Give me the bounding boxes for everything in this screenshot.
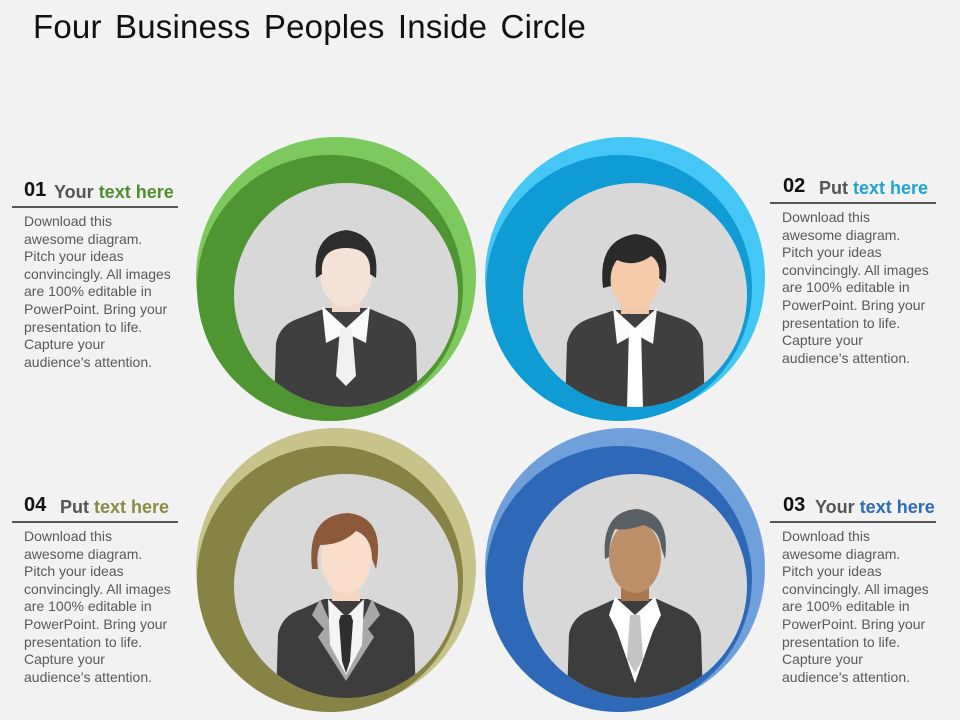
block-number: 02 xyxy=(783,175,806,197)
block-number: 04 xyxy=(24,494,47,516)
divider xyxy=(770,521,936,523)
divider xyxy=(770,202,936,204)
heading-highlight: text here xyxy=(94,497,170,517)
page-title: Four Business Peoples Inside Circle xyxy=(33,8,587,45)
block-heading-text: Put text here xyxy=(60,497,169,518)
text-block-01: 01 Your text here Download this awesome … xyxy=(12,176,178,371)
divider xyxy=(12,206,178,208)
heading-highlight: text here xyxy=(853,178,929,198)
block-body: Download this awesome diagram. Pitch you… xyxy=(24,213,171,370)
person-circle-01 xyxy=(186,128,486,428)
block-heading-text: Put text here xyxy=(819,178,928,199)
person-icon xyxy=(565,234,705,407)
block-heading: 04 Put text here xyxy=(12,491,178,521)
person-icon xyxy=(567,509,703,698)
heading-prefix: Your xyxy=(54,182,94,202)
block-body: Download this awesome diagram. Pitch you… xyxy=(24,528,171,685)
block-heading: 02 Put text here xyxy=(770,172,936,202)
block-number: 01 xyxy=(24,179,47,201)
block-body: Download this awesome diagram. Pitch you… xyxy=(782,528,929,685)
block-heading-text: Your text here xyxy=(54,182,174,203)
text-block-02: 02 Put text here Download this awesome d… xyxy=(770,172,936,367)
person-icon xyxy=(276,513,416,698)
person-icon xyxy=(274,230,418,407)
block-heading-text: Your text here xyxy=(815,497,935,518)
divider xyxy=(12,521,178,523)
person-circle-02 xyxy=(475,128,775,428)
block-body: Download this awesome diagram. Pitch you… xyxy=(782,209,929,366)
heading-prefix: Put xyxy=(60,497,89,517)
text-block-03: 03 Your text here Download this awesome … xyxy=(770,491,936,686)
block-number: 03 xyxy=(783,494,806,516)
heading-highlight: text here xyxy=(859,497,935,517)
block-heading: 03 Your text here xyxy=(770,491,936,521)
heading-prefix: Your xyxy=(815,497,855,517)
heading-highlight: text here xyxy=(98,182,174,202)
person-circle-03 xyxy=(475,419,775,719)
heading-prefix: Put xyxy=(819,178,848,198)
text-block-04: 04 Put text here Download this awesome d… xyxy=(12,491,178,686)
person-circle-04 xyxy=(186,419,486,719)
block-heading: 01 Your text here xyxy=(12,176,178,206)
